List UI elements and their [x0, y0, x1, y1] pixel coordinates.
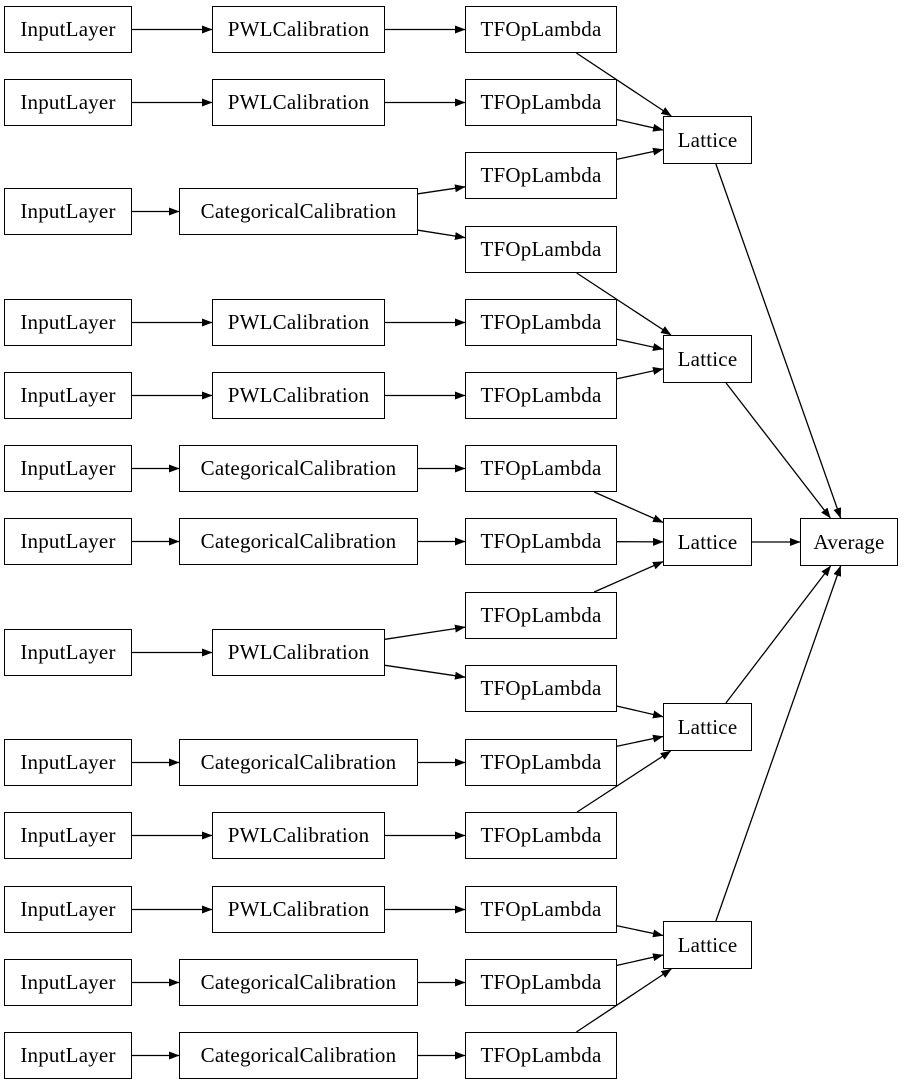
node-cat-12: CategoricalCalibration	[179, 959, 418, 1006]
node-tfop-5: TFOpLambda	[465, 372, 617, 419]
node-tfop-6: TFOpLambda	[465, 445, 617, 492]
node-tfop-12: TFOpLambda	[465, 959, 617, 1006]
node-lattice-4: Lattice	[663, 703, 752, 751]
node-lattice-3: Lattice	[663, 518, 752, 566]
node-input-2: InputLayer	[4, 79, 132, 126]
node-tfop-3a: TFOpLambda	[465, 152, 617, 199]
node-input-5: InputLayer	[4, 372, 132, 419]
node-tfop-13: TFOpLambda	[465, 1032, 617, 1079]
node-input-4: InputLayer	[4, 299, 132, 346]
node-pwl-5: PWLCalibration	[212, 372, 385, 419]
node-tfop-10: TFOpLambda	[465, 812, 617, 859]
node-input-7: InputLayer	[4, 518, 132, 565]
edge-tfop-10-to-lattice-4	[576, 750, 672, 813]
edge-lattice-1-to-average	[715, 163, 842, 519]
edge-lattice-5-to-average	[715, 565, 842, 922]
node-tfop-2: TFOpLambda	[465, 79, 617, 126]
node-input-3: InputLayer	[4, 188, 132, 235]
node-input-11: InputLayer	[4, 886, 132, 933]
edge-tfop-6-to-lattice-3	[593, 491, 664, 523]
node-input-6: InputLayer	[4, 445, 132, 492]
edge-tfop-8b-to-lattice-4	[616, 705, 664, 719]
node-input-10: InputLayer	[4, 812, 132, 859]
edge-tfop-3b-to-lattice-2	[576, 272, 672, 336]
edge-tfop-9-to-lattice-4	[616, 734, 664, 747]
node-tfop-9: TFOpLambda	[465, 739, 617, 786]
node-pwl-8: PWLCalibration	[212, 629, 385, 676]
node-lattice-1: Lattice	[663, 116, 752, 164]
node-cat-7: CategoricalCalibration	[179, 518, 418, 565]
edge-lattice-4-to-average	[725, 565, 832, 704]
node-pwl-11: PWLCalibration	[212, 886, 385, 933]
node-tfop-4: TFOpLambda	[465, 299, 617, 346]
node-lattice-2: Lattice	[663, 335, 752, 383]
node-tfop-1: TFOpLambda	[465, 6, 617, 53]
node-input-8: InputLayer	[4, 629, 132, 676]
node-input-9: InputLayer	[4, 739, 132, 786]
node-cat-6: CategoricalCalibration	[179, 445, 418, 492]
node-pwl-2: PWLCalibration	[212, 79, 385, 126]
edge-cat-3-to-tfop-3b	[417, 229, 466, 240]
edge-tfop-4-to-lattice-2	[616, 338, 664, 351]
edge-tfop-1-to-lattice-1	[576, 52, 672, 117]
edges	[132, 25, 842, 1060]
node-tfop-8b: TFOpLambda	[465, 665, 617, 712]
edge-cat-3-to-tfop-3a	[417, 184, 466, 195]
node-pwl-1: PWLCalibration	[212, 6, 385, 53]
edge-pwl-8-to-tfop-8a	[384, 624, 466, 640]
node-average: Average	[800, 518, 898, 566]
node-input-13: InputLayer	[4, 1032, 132, 1079]
node-tfop-7: TFOpLambda	[465, 518, 617, 565]
node-input-12: InputLayer	[4, 959, 132, 1006]
node-pwl-10: PWLCalibration	[212, 812, 385, 859]
edge-lattice-2-to-average	[725, 382, 831, 519]
node-input-1: InputLayer	[4, 6, 132, 53]
edge-pwl-8-to-tfop-8b	[384, 664, 466, 680]
edge-tfop-2-to-lattice-1	[616, 118, 664, 132]
node-cat-13: CategoricalCalibration	[179, 1032, 418, 1079]
edge-tfop-5-to-lattice-2	[616, 367, 664, 380]
node-lattice-5: Lattice	[663, 921, 752, 969]
node-cat-3: CategoricalCalibration	[179, 188, 418, 235]
edge-tfop-12-to-lattice-5	[616, 953, 664, 967]
edge-tfop-3a-to-lattice-1	[616, 147, 664, 160]
node-tfop-11: TFOpLambda	[465, 886, 617, 933]
edge-tfop-11-to-lattice-5	[616, 925, 664, 938]
node-pwl-4: PWLCalibration	[212, 299, 385, 346]
edge-tfop-13-to-lattice-5	[576, 968, 672, 1033]
node-cat-9: CategoricalCalibration	[179, 739, 418, 786]
node-tfop-3b: TFOpLambda	[465, 226, 617, 273]
node-tfop-8a: TFOpLambda	[465, 592, 617, 639]
edge-tfop-8a-to-lattice-3	[593, 561, 664, 593]
